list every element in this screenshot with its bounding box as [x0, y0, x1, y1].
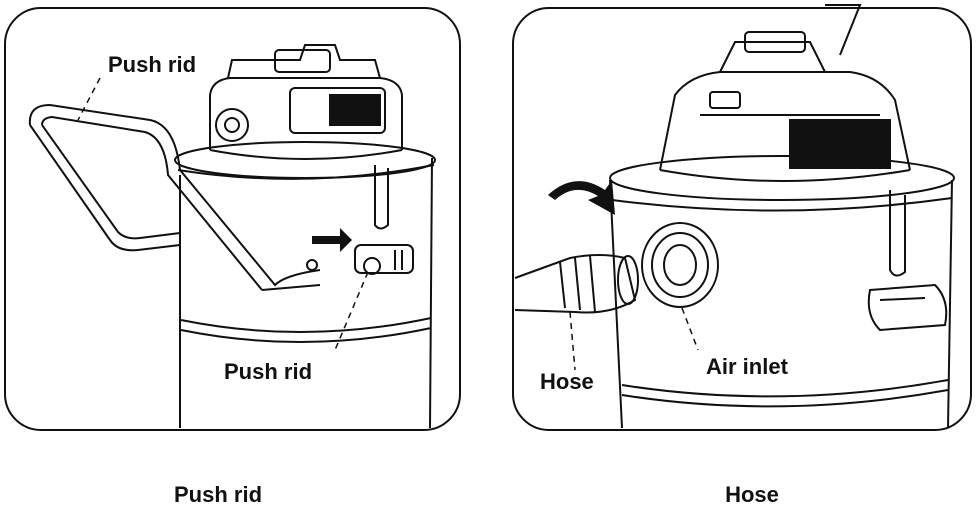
- right-air-inlet: [641, 222, 719, 308]
- right-label-hose: Hose: [540, 369, 594, 394]
- right-label-air-inlet: Air inlet: [706, 354, 788, 379]
- right-hose: [514, 254, 639, 314]
- left-inlet-fitting: [354, 244, 414, 275]
- left-leader-bottom: [334, 271, 369, 351]
- right-motor-head: [659, 4, 911, 182]
- right-vacuum-drum: [609, 155, 955, 429]
- right-leader-air-inlet: [681, 307, 699, 351]
- right-leader-hose: [569, 311, 576, 371]
- left-panel-frame: [4, 7, 461, 431]
- left-motor-head: [209, 44, 403, 160]
- right-caption: Hose: [725, 482, 779, 507]
- left-drum-clip: [374, 165, 389, 230]
- right-curved-arrow: [548, 180, 615, 215]
- left-caption: Push rid: [173, 482, 263, 507]
- right-drum-clip: [889, 190, 906, 277]
- left-label-push-rid-top: Push rid: [108, 52, 197, 77]
- left-leader-top: [77, 77, 101, 121]
- left-push-rod: [28, 103, 321, 291]
- right-side-handle: [867, 283, 948, 332]
- left-vacuum-drum: [174, 141, 436, 429]
- left-direction-arrow: [312, 228, 352, 252]
- left-label-push-rid-bottom: Push rid: [224, 359, 313, 384]
- right-panel-frame: [512, 7, 972, 431]
